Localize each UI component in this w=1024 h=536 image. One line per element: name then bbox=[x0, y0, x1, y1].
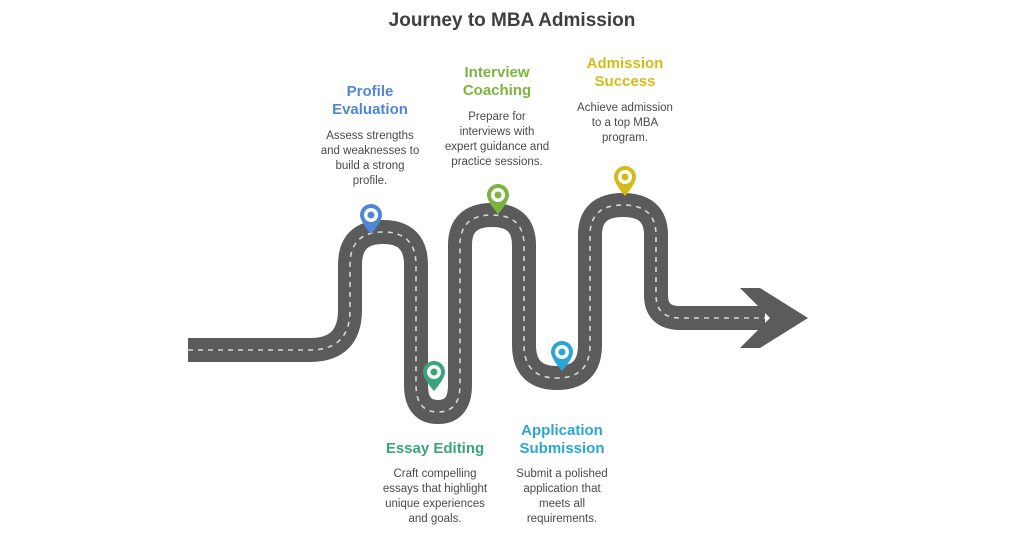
location-pin-icon bbox=[360, 204, 382, 234]
step-description: Craft compelling essays that highlight u… bbox=[370, 467, 500, 527]
step-desc-line: interviews with bbox=[459, 126, 535, 138]
step-title-line1: Application bbox=[521, 422, 603, 439]
location-pin-icon bbox=[614, 166, 636, 196]
step-title-line1: Profile bbox=[346, 83, 394, 100]
step-title-line2: Submission bbox=[519, 440, 605, 457]
step-desc-line: practice sessions. bbox=[451, 156, 543, 168]
step-desc-line: Achieve admission bbox=[577, 102, 673, 114]
step-title: Essay Editing bbox=[370, 440, 500, 458]
interview-pin bbox=[487, 184, 509, 214]
step-desc-line: application that bbox=[523, 483, 601, 495]
step-desc-line: unique experiences bbox=[385, 498, 485, 510]
step-desc-line: build a strong bbox=[335, 160, 405, 172]
step-interview-coaching: Interview Coaching Prepare for interview… bbox=[432, 64, 562, 170]
step-profile-evaluation: Profile Evaluation Assess strengths and … bbox=[305, 83, 435, 189]
step-desc-line: and goals. bbox=[408, 513, 462, 525]
step-essay-editing: Essay Editing Craft compelling essays th… bbox=[370, 440, 500, 527]
step-desc-line: profile. bbox=[352, 175, 388, 187]
step-title: Admission Success bbox=[560, 55, 690, 91]
profile-pin bbox=[360, 204, 382, 234]
diagram-title: Journey to MBA Admission bbox=[388, 10, 636, 31]
application-pin bbox=[551, 341, 573, 371]
step-desc-line: requirements. bbox=[526, 513, 598, 525]
step-desc-line: essays that highlight bbox=[382, 483, 488, 495]
step-title-line2: Coaching bbox=[462, 82, 532, 99]
step-desc-line: to a top MBA bbox=[591, 117, 659, 129]
step-desc-line: expert guidance and bbox=[444, 141, 550, 153]
step-title-line1: Essay Editing bbox=[385, 440, 485, 457]
step-application-submission: Application Submission Submit a polished… bbox=[497, 422, 627, 527]
step-title: Interview Coaching bbox=[432, 64, 562, 100]
essay-pin bbox=[423, 361, 445, 391]
step-desc-line: and weaknesses to bbox=[320, 145, 420, 157]
step-desc-line: program. bbox=[601, 132, 649, 144]
road-body bbox=[188, 193, 765, 424]
step-title-line2: Success bbox=[594, 73, 656, 90]
step-admission-success: Admission Success Achieve admission to a… bbox=[560, 55, 690, 146]
step-title-line2: Evaluation bbox=[332, 101, 408, 118]
location-pin-icon bbox=[551, 341, 573, 371]
step-title: Application Submission bbox=[497, 422, 627, 458]
step-description: Prepare for interviews with expert guida… bbox=[432, 110, 562, 170]
step-desc-line: Assess strengths bbox=[326, 130, 414, 142]
step-description: Assess strengths and weaknesses to build… bbox=[305, 129, 435, 189]
step-description: Submit a polished application that meets… bbox=[497, 467, 627, 527]
step-desc-line: Craft compelling bbox=[393, 468, 477, 480]
step-title-line1: Interview bbox=[464, 64, 530, 81]
road-center-dashes bbox=[188, 204, 765, 413]
location-pin-icon bbox=[487, 184, 509, 214]
success-pin bbox=[614, 166, 636, 196]
step-desc-line: meets all bbox=[538, 498, 586, 510]
step-description: Achieve admission to a top MBA program. bbox=[560, 101, 690, 146]
step-desc-line: Prepare for bbox=[468, 111, 526, 123]
location-pin-icon bbox=[423, 361, 445, 391]
arrow-head bbox=[740, 288, 808, 348]
step-title-line1: Admission bbox=[586, 55, 664, 72]
step-title: Profile Evaluation bbox=[305, 83, 435, 119]
step-desc-line: Submit a polished bbox=[516, 468, 608, 480]
